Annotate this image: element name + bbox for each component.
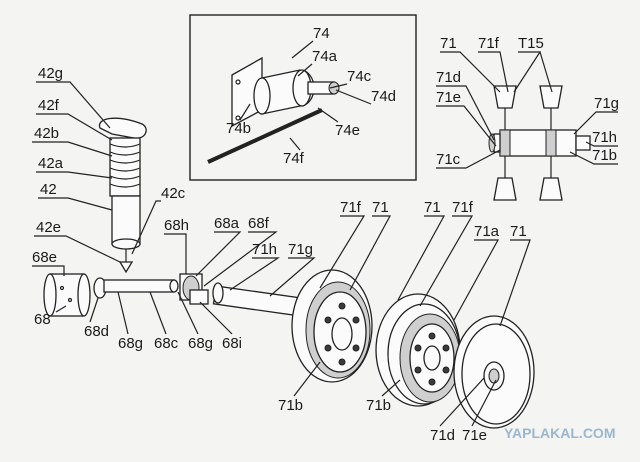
label-71g-a: 71g	[288, 241, 313, 258]
wheel-71-front	[291, 269, 373, 383]
label-68: 68	[34, 311, 51, 328]
label-74a: 74a	[312, 48, 338, 65]
wheel-71-middle	[375, 293, 461, 407]
label-71-d: 71	[440, 35, 457, 52]
label-71f-b: 71f	[452, 199, 474, 216]
label-74: 74	[313, 25, 330, 42]
label-42g: 42g	[38, 65, 63, 82]
label-71e-b: 71e	[436, 89, 461, 106]
label-68e: 68e	[32, 249, 57, 266]
cap-42g	[98, 117, 147, 139]
label-71g-b: 71g	[594, 95, 619, 112]
label-71f-a: 71f	[340, 199, 362, 216]
label-68g-b: 68g	[188, 335, 213, 352]
label-68g-a: 68g	[118, 335, 143, 352]
label-74f: 74f	[283, 150, 305, 167]
label-74d: 74d	[371, 88, 396, 105]
label-71-a: 71	[372, 199, 389, 216]
label-71b-c: 71b	[592, 147, 617, 164]
label-T15: T15	[518, 35, 544, 52]
label-42f: 42f	[38, 97, 60, 114]
label-68c: 68c	[154, 335, 179, 352]
label-68a: 68a	[214, 215, 240, 232]
label-71b-b: 71b	[366, 397, 391, 414]
tire-section-ll	[493, 177, 517, 201]
label-71-b: 71	[424, 199, 441, 216]
label-68i: 68i	[222, 335, 242, 352]
label-71h-b: 71h	[592, 129, 617, 146]
label-71d-b: 71d	[436, 69, 461, 86]
rod-74f	[207, 108, 323, 164]
label-71a: 71a	[474, 223, 500, 240]
label-42c: 42c	[161, 185, 186, 202]
part-74-assembly	[207, 56, 340, 164]
label-71c: 71c	[436, 151, 461, 168]
label-74b: 74b	[226, 120, 251, 137]
shaft-68c	[103, 279, 175, 293]
label-74c: 74c	[347, 68, 372, 85]
axle-71g	[212, 282, 298, 316]
label-74e: 74e	[335, 122, 360, 139]
label-42a: 42a	[38, 155, 64, 172]
brake-disc-71	[453, 315, 535, 429]
label-68d: 68d	[84, 323, 109, 340]
label-71f-c: 71f	[478, 35, 500, 52]
tire-section-ur	[539, 85, 563, 109]
label-71d-a: 71d	[430, 427, 455, 444]
cross-section-71	[488, 85, 591, 201]
label-71e-a: 71e	[462, 427, 487, 444]
part-68-shaft-assembly	[43, 273, 209, 317]
label-42e: 42e	[36, 219, 61, 236]
axle-71g-section	[499, 129, 577, 157]
watermark: YAPLAKAL.COM	[504, 425, 616, 441]
spring-42b	[109, 137, 141, 197]
tire-section-lr	[539, 177, 563, 201]
part-42-actuator	[98, 117, 147, 274]
label-68f: 68f	[248, 215, 270, 232]
inset-box-74	[189, 14, 417, 181]
label-42b: 42b	[34, 125, 59, 142]
label-71-c: 71	[510, 223, 527, 240]
cylinder-42	[111, 195, 141, 245]
label-42: 42	[40, 181, 57, 198]
pin-42e	[118, 261, 134, 274]
label-71b-a: 71b	[278, 397, 303, 414]
label-68h: 68h	[164, 217, 189, 234]
label-71h-a: 71h	[252, 241, 277, 258]
